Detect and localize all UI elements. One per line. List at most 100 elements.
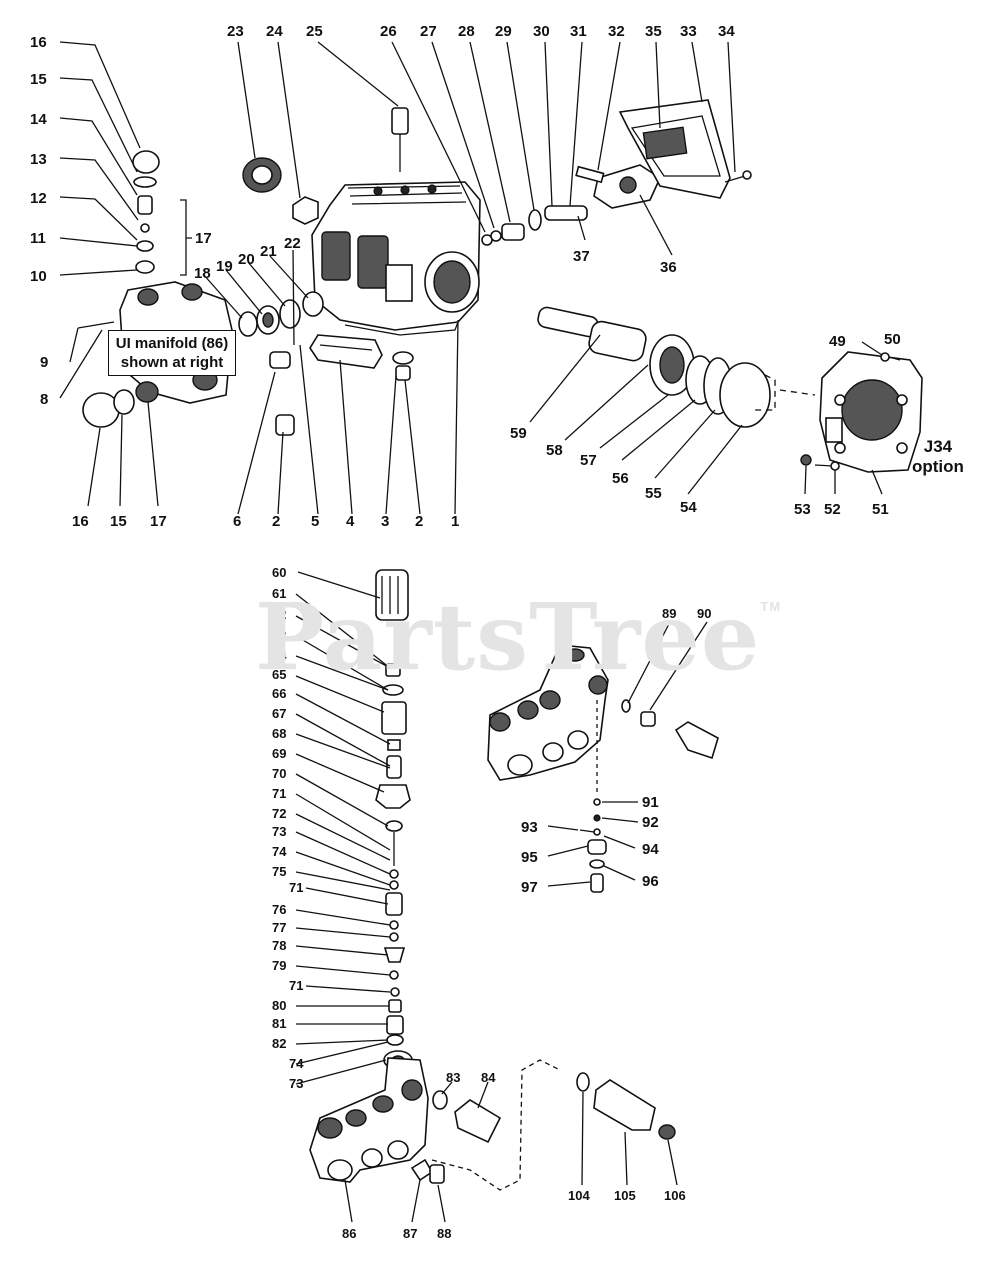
unloader-stack — [375, 569, 413, 1070]
label-54: 54 — [680, 499, 697, 516]
label-60: 60 — [272, 565, 286, 580]
label-61: 61 — [272, 586, 286, 601]
manifold-upper-left — [77, 150, 233, 428]
label-14: 14 — [30, 111, 47, 128]
label-17: 17 — [195, 230, 212, 247]
label-23: 23 — [227, 23, 244, 40]
label-22: 22 — [284, 235, 301, 252]
label-76: 76 — [272, 902, 286, 917]
label-3: 3 — [381, 513, 389, 530]
label-19: 19 — [216, 258, 233, 275]
fitting-84 — [432, 1090, 502, 1144]
label-72: 72 — [272, 806, 286, 821]
label-69: 69 — [272, 746, 286, 761]
fitting-104-105-106 — [576, 1072, 676, 1140]
label-92: 92 — [642, 814, 659, 831]
label-78: 78 — [272, 938, 286, 953]
label-16b: 16 — [72, 513, 89, 530]
label-90: 90 — [697, 606, 711, 621]
label-65: 65 — [272, 667, 286, 682]
leader-lines-lower — [295, 571, 708, 1223]
label-50: 50 — [884, 331, 901, 348]
option-note: J34 option — [912, 437, 964, 477]
label-70: 70 — [272, 766, 286, 781]
seal-retainer-4 — [309, 334, 383, 369]
label-74b: 74 — [289, 1056, 304, 1071]
label-20: 20 — [238, 251, 255, 268]
label-104: 104 — [568, 1188, 590, 1203]
label-64: 64 — [272, 648, 287, 663]
option-line-2: option — [912, 457, 964, 476]
label-62: 62 — [272, 607, 286, 622]
label-91: 91 — [642, 794, 659, 811]
label-51: 51 — [872, 501, 889, 518]
label-37: 37 — [573, 248, 590, 265]
label-55: 55 — [645, 485, 662, 502]
camshaft-assembly — [537, 306, 771, 428]
label-97: 97 — [521, 879, 538, 896]
label-80: 80 — [272, 998, 286, 1013]
label-15b: 15 — [110, 513, 127, 530]
label-24: 24 — [266, 23, 283, 40]
label-56: 56 — [612, 470, 629, 487]
label-28: 28 — [458, 23, 475, 40]
label-96: 96 — [642, 873, 659, 890]
label-49: 49 — [829, 333, 846, 350]
label-86: 86 — [342, 1226, 356, 1241]
plug-24 — [292, 196, 319, 225]
label-29: 29 — [495, 23, 512, 40]
label-1: 1 — [451, 513, 459, 530]
callout-line-2: shown at right — [120, 354, 224, 371]
label-105: 105 — [614, 1188, 636, 1203]
label-21: 21 — [260, 243, 277, 260]
label-15: 15 — [30, 71, 47, 88]
label-5: 5 — [311, 513, 319, 530]
label-81: 81 — [272, 1016, 286, 1031]
option-line-1: J34 — [923, 437, 953, 456]
label-68: 68 — [272, 726, 286, 741]
seal-kit — [238, 291, 324, 337]
label-93: 93 — [521, 819, 538, 836]
label-71c: 71 — [289, 978, 303, 993]
label-17b: 17 — [150, 513, 167, 530]
label-2b: 2 — [415, 513, 423, 530]
label-33: 33 — [680, 23, 697, 40]
label-12: 12 — [30, 190, 47, 207]
label-71b: 71 — [289, 880, 303, 895]
label-10: 10 — [30, 268, 47, 285]
callout-numbers: 16 15 14 13 12 11 17 10 9 8 18 19 20 21 … — [30, 23, 901, 1241]
label-4: 4 — [346, 513, 355, 530]
label-94: 94 — [642, 841, 659, 858]
drain-plug-2 — [269, 351, 414, 436]
label-73b: 73 — [289, 1076, 303, 1091]
label-31: 31 — [570, 23, 587, 40]
label-71: 71 — [272, 786, 286, 801]
label-2: 2 — [272, 513, 280, 530]
label-8: 8 — [40, 391, 48, 408]
label-35: 35 — [645, 23, 662, 40]
label-82: 82 — [272, 1036, 286, 1051]
rear-cover-33 — [618, 99, 731, 199]
manifold-variant-right — [487, 644, 719, 781]
label-36: 36 — [660, 259, 677, 276]
label-27: 27 — [420, 23, 437, 40]
label-84: 84 — [481, 1070, 496, 1085]
label-18: 18 — [194, 265, 211, 282]
label-25: 25 — [306, 23, 323, 40]
label-59: 59 — [510, 425, 527, 442]
label-58: 58 — [546, 442, 563, 459]
label-6: 6 — [233, 513, 241, 530]
label-88: 88 — [437, 1226, 451, 1241]
label-77: 77 — [272, 920, 286, 935]
label-9: 9 — [40, 354, 48, 371]
label-75: 75 — [272, 864, 286, 879]
label-106: 106 — [664, 1188, 686, 1203]
check-valve-parts — [579, 700, 607, 893]
manifold-callout-box: UI manifold (86) shown at right — [108, 330, 236, 376]
label-63: 63 — [272, 628, 286, 643]
label-16: 16 — [30, 34, 47, 51]
label-74: 74 — [272, 844, 287, 859]
j34-cover-51 — [819, 351, 923, 473]
screws-49-50 — [880, 352, 901, 362]
